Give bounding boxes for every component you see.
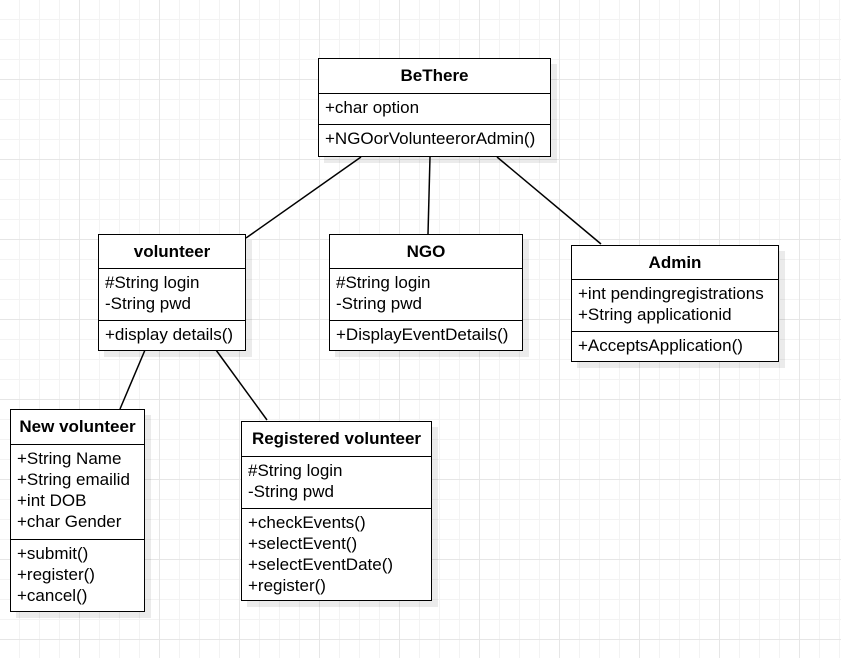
method: +submit() xyxy=(17,544,89,563)
attribute: -String pwd xyxy=(248,482,334,501)
class-title: volunteer xyxy=(99,235,245,269)
class-admin[interactable]: Admin +int pendingregistrations +String … xyxy=(571,245,779,362)
attribute: -String pwd xyxy=(336,294,422,313)
class-title: Admin xyxy=(572,246,778,280)
class-title: BeThere xyxy=(319,59,550,94)
attribute: +char Gender xyxy=(17,512,122,531)
methods-section: +DisplayEventDetails() xyxy=(330,321,522,349)
attribute: +String emailid xyxy=(17,470,130,489)
method: +cancel() xyxy=(17,586,88,605)
attributes-section: +char option xyxy=(319,94,550,125)
connector-bethere-ngo xyxy=(427,156,431,235)
attribute: +int pendingregistrations xyxy=(578,284,764,303)
attribute: +char option xyxy=(325,98,420,117)
connector-bethere-admin xyxy=(496,156,602,245)
method: +DisplayEventDetails() xyxy=(336,325,509,344)
connector-volunteer-registered-volunteer xyxy=(215,349,268,421)
attribute: -String pwd xyxy=(105,294,191,313)
method: +register() xyxy=(248,576,326,595)
attributes-section: #String login -String pwd xyxy=(330,269,522,321)
attribute: #String login xyxy=(248,461,343,480)
method: +selectEvent() xyxy=(248,534,358,553)
class-new-volunteer[interactable]: New volunteer +String Name +String email… xyxy=(10,409,145,612)
connector-bethere-volunteer xyxy=(245,156,362,239)
method: +AcceptsApplication() xyxy=(578,336,743,355)
methods-section: +AcceptsApplication() xyxy=(572,332,778,360)
attributes-section: #String login -String pwd xyxy=(242,457,431,509)
connector-volunteer-new-volunteer xyxy=(119,349,146,410)
method: +display details() xyxy=(105,325,234,344)
methods-section: +checkEvents() +selectEvent() +selectEve… xyxy=(242,509,431,600)
attribute: +int DOB xyxy=(17,491,87,510)
method: +NGOorVolunteerorAdmin() xyxy=(325,129,536,148)
attribute: +String Name xyxy=(17,449,122,468)
method: +checkEvents() xyxy=(248,513,366,532)
class-bethere[interactable]: BeThere +char option +NGOorVolunteerorAd… xyxy=(318,58,551,157)
class-registered-volunteer[interactable]: Registered volunteer #String login -Stri… xyxy=(241,421,432,601)
attributes-section: +String Name +String emailid +int DOB +c… xyxy=(11,445,144,540)
class-title: NGO xyxy=(330,235,522,269)
class-title: Registered volunteer xyxy=(242,422,431,457)
attributes-section: #String login -String pwd xyxy=(99,269,245,321)
class-title: New volunteer xyxy=(11,410,144,445)
method: +register() xyxy=(17,565,95,584)
method: +selectEventDate() xyxy=(248,555,394,574)
methods-section: +NGOorVolunteerorAdmin() xyxy=(319,125,550,153)
attributes-section: +int pendingregistrations +String applic… xyxy=(572,280,778,332)
class-volunteer[interactable]: volunteer #String login -String pwd +dis… xyxy=(98,234,246,351)
attribute: +String applicationid xyxy=(578,305,732,324)
methods-section: +display details() xyxy=(99,321,245,349)
methods-section: +submit() +register() +cancel() xyxy=(11,540,144,610)
attribute: #String login xyxy=(336,273,431,292)
class-ngo[interactable]: NGO #String login -String pwd +DisplayEv… xyxy=(329,234,523,351)
attribute: #String login xyxy=(105,273,200,292)
